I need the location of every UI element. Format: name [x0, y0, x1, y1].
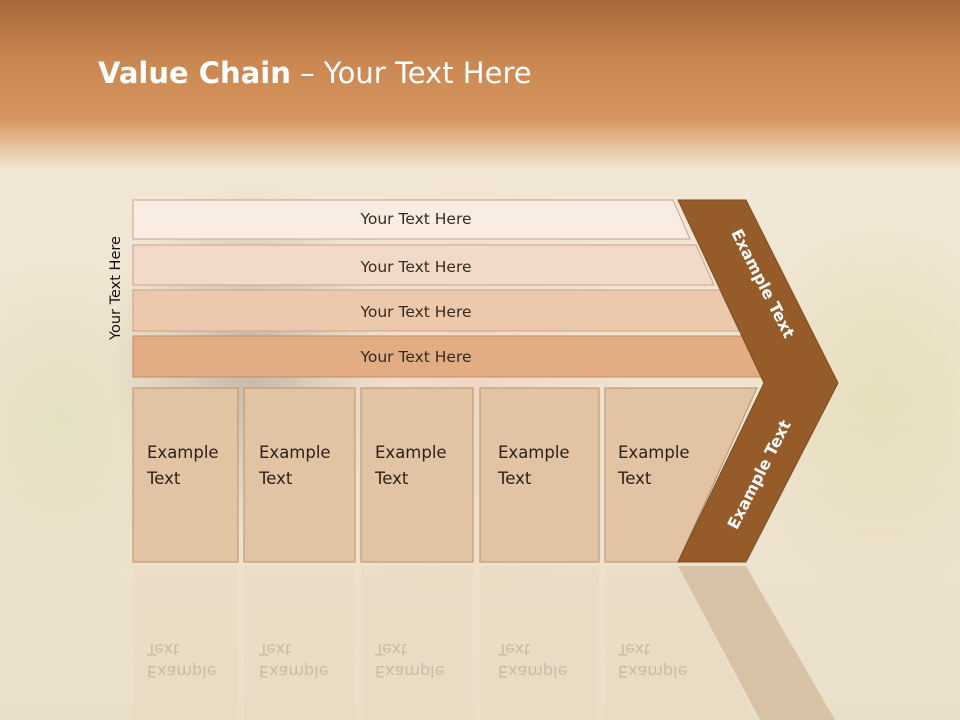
activity-box-3-text: Example Text [375, 440, 447, 492]
box-4-line2: Text [498, 469, 532, 488]
activity-box-2 [243, 387, 356, 563]
activity-box-2-text: Example Text [259, 440, 331, 492]
band-4-label: Your Text Here [359, 348, 471, 366]
box-1-line1: Example [147, 443, 219, 462]
band-1-label: Your Text Here [359, 210, 471, 228]
boxes-reflection [133, 566, 835, 720]
box-4-line1: Example [498, 443, 570, 462]
reflect-text-3: Example Text [375, 640, 445, 681]
band-2 [132, 244, 715, 286]
box-5-line1: Example [618, 443, 690, 462]
box-3-line2: Text [375, 469, 409, 488]
title-rest: – Your Text Here [290, 56, 532, 90]
band-3-label: Your Text Here [359, 303, 471, 321]
band-2-label: Your Text Here [359, 258, 471, 276]
chevron-arrow [677, 199, 839, 563]
box-1-line2: Text [147, 469, 181, 488]
reflect-text-4: Example Text [498, 640, 568, 681]
activity-box-5-text: Example Text [618, 440, 690, 492]
box-2-line1: Example [259, 443, 331, 462]
title-banner [0, 0, 960, 170]
activity-box-4-text: Example Text [498, 440, 570, 492]
band-3 [132, 289, 740, 332]
activity-box-1-text: Example Text [147, 440, 219, 492]
reflect-text-1: Example Text [147, 640, 217, 681]
activity-box-4 [479, 387, 600, 563]
title-bold: Value Chain [98, 56, 291, 90]
band-1 [132, 199, 691, 240]
reflect-text-5: Example Text [618, 640, 688, 681]
activity-box-1 [132, 387, 239, 563]
box-3-line1: Example [375, 443, 447, 462]
reflect-text-2: Example Text [259, 640, 329, 681]
slide-title: Value Chain – Your Text Here [98, 56, 532, 90]
activity-box-3 [360, 387, 474, 563]
box-5-line2: Text [618, 469, 652, 488]
box-2-line2: Text [259, 469, 293, 488]
